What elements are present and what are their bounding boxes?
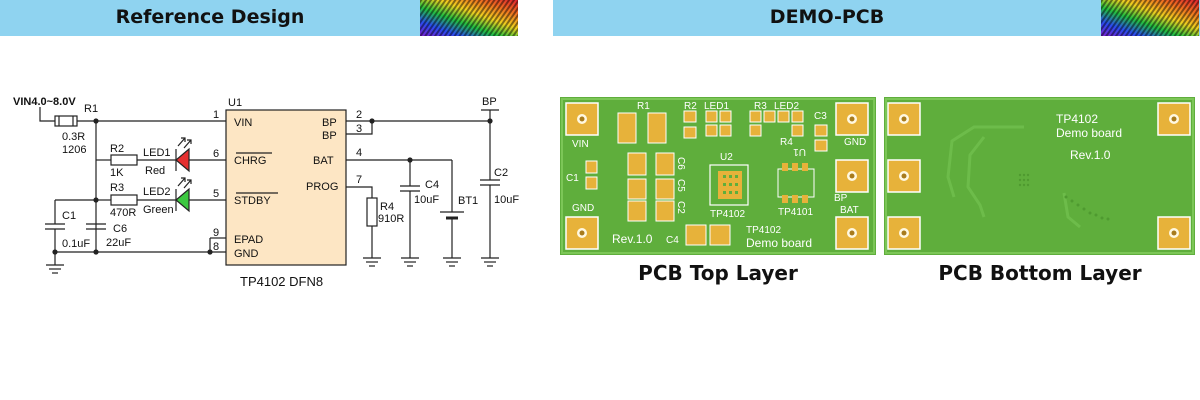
pcb-top-silk-tp4102-board: TP4102 bbox=[746, 225, 781, 236]
pcb-bottom-image: TP4102 Demo board Rev.1.0 bbox=[884, 97, 1195, 255]
pcb-top-silk-tp4102: TP4102 bbox=[710, 209, 745, 220]
pcb-top-silk-led2: LED2 bbox=[774, 101, 799, 112]
u1-pin5-num: 5 bbox=[213, 188, 219, 200]
pcb-top-silk-c2: C2 bbox=[675, 201, 686, 214]
r3-resistor bbox=[110, 194, 138, 206]
c1-ref: C1 bbox=[62, 210, 76, 222]
c2-capacitor bbox=[480, 179, 500, 186]
ground-symbol-c2 bbox=[481, 257, 499, 267]
r4-ref: R4 bbox=[380, 201, 394, 213]
pcb-top-silk-c6: C6 bbox=[675, 157, 686, 170]
right-header-title: DEMO-PCB bbox=[769, 6, 885, 28]
u1-ic-body bbox=[225, 109, 347, 266]
c6-ref: C6 bbox=[113, 223, 127, 235]
reference-schematic: VIN4.0~8.0V R1 0.3R 1206 R2 1K LED1 Red … bbox=[13, 96, 519, 289]
r4-resistor bbox=[366, 197, 378, 227]
u1-pin7-num: 7 bbox=[356, 174, 362, 186]
u1-pin2-name: BP bbox=[322, 117, 337, 129]
bt1-battery bbox=[440, 211, 464, 220]
u1-pin6-num: 6 bbox=[213, 148, 219, 160]
pcb-top-silk-gnd-right: GND bbox=[844, 137, 866, 148]
u1-pin9-num: 9 bbox=[213, 227, 219, 239]
pcb-top-silk-c5: C5 bbox=[675, 179, 686, 192]
c4-capacitor bbox=[400, 185, 420, 192]
pcb-top-silk-bat: BAT bbox=[840, 205, 859, 216]
pcb-top-silk-c4: C4 bbox=[666, 235, 679, 246]
pcb-top-silk-rev: Rev.1.0 bbox=[612, 232, 653, 246]
led2-ref: LED2 bbox=[143, 186, 171, 198]
u1-pin4-num: 4 bbox=[356, 147, 362, 159]
pcb-top-silk-c1: C1 bbox=[566, 173, 579, 184]
ground-symbol-left bbox=[46, 264, 64, 274]
r2-ref: R2 bbox=[110, 143, 124, 155]
pcb-top-caption: PCB Top Layer bbox=[638, 261, 798, 285]
led2-green bbox=[175, 177, 192, 213]
c6-value: 22uF bbox=[106, 237, 131, 249]
pcb-top-image: R1 R2 LED1 R3 LED2 C3 VIN GND C1 C6 C5 C… bbox=[560, 97, 876, 255]
u1-pin8-num: 8 bbox=[213, 241, 219, 253]
u1-pin3-name: BP bbox=[322, 130, 337, 142]
pcb-top-silk-r2: R2 bbox=[684, 101, 697, 112]
left-header-title: Reference Design bbox=[115, 6, 305, 28]
c6-capacitor bbox=[86, 223, 106, 230]
r1-resistor bbox=[54, 115, 78, 127]
pcb-top-silk-bp: BP bbox=[834, 193, 848, 204]
ground-symbol-bt1 bbox=[443, 257, 461, 267]
r3-ref: R3 bbox=[110, 182, 124, 194]
c1-capacitor bbox=[45, 223, 65, 230]
c2-value: 10uF bbox=[494, 194, 519, 206]
pcb-bottom-silk-tp4102: TP4102 bbox=[1056, 112, 1098, 126]
pcb-top-silk-r1: R1 bbox=[637, 101, 650, 112]
pcb-top-silk-demo-board: Demo board bbox=[746, 236, 812, 250]
ground-symbol-c4 bbox=[401, 257, 419, 267]
r4-value: 910R bbox=[378, 213, 404, 225]
vin-label: VIN4.0~8.0V bbox=[13, 96, 76, 108]
u1-pin1-name: VIN bbox=[234, 117, 252, 129]
r1-package: 1206 bbox=[62, 144, 86, 156]
u1-pin8-name: GND bbox=[234, 248, 259, 260]
u1-pin1-num: 1 bbox=[213, 109, 219, 121]
pcb-bottom-caption: PCB Bottom Layer bbox=[938, 261, 1142, 285]
r3-value: 470R bbox=[110, 207, 136, 219]
pcb-top-silk-u1: U1 bbox=[793, 146, 806, 157]
led1-color: Red bbox=[145, 165, 165, 177]
right-header-rainbow-image bbox=[1101, 0, 1199, 36]
led2-color: Green bbox=[143, 204, 174, 216]
u1-part: TP4102 DFN8 bbox=[240, 274, 323, 289]
u1-pin9-name: EPAD bbox=[234, 234, 263, 246]
c4-ref: C4 bbox=[425, 179, 439, 191]
r1-value: 0.3R bbox=[62, 131, 85, 143]
r2-value: 1K bbox=[110, 167, 124, 179]
c1-value: 0.1uF bbox=[62, 238, 90, 250]
pcb-top-silk-u2: U2 bbox=[720, 152, 733, 163]
c2-ref: C2 bbox=[494, 167, 508, 179]
led1-ref: LED1 bbox=[143, 147, 171, 159]
left-header-rainbow-image bbox=[420, 0, 518, 36]
pcb-top-silk-c3: C3 bbox=[814, 111, 827, 122]
u1-pin7-name: PROG bbox=[306, 181, 338, 193]
u1-ref: U1 bbox=[228, 97, 242, 109]
u1-pin3-num: 3 bbox=[356, 123, 362, 135]
r2-resistor bbox=[110, 154, 138, 166]
u1-pin5-name: STDBY bbox=[234, 195, 271, 207]
c4-value: 10uF bbox=[414, 194, 439, 206]
pcb-top-silk-tp4101: TP4101 bbox=[778, 207, 813, 218]
right-header-bar bbox=[553, 0, 1200, 36]
pcb-bottom-silk-rev: Rev.1.0 bbox=[1070, 148, 1111, 162]
pcb-top-silk-led1: LED1 bbox=[704, 101, 729, 112]
u1-pin6-name: CHRG bbox=[234, 155, 266, 167]
r1-ref: R1 bbox=[84, 103, 98, 115]
u1-pin2-num: 2 bbox=[356, 109, 362, 121]
pcb-bottom-silk-demo-board: Demo board bbox=[1056, 126, 1122, 140]
pcb-top-silk-gnd-left: GND bbox=[572, 203, 594, 214]
pcb-top-silk-r3: R3 bbox=[754, 101, 767, 112]
pcb-top-silk-r4: R4 bbox=[780, 137, 793, 148]
bp-net-label: BP bbox=[482, 96, 497, 108]
bt1-ref: BT1 bbox=[458, 195, 478, 207]
led1-red bbox=[175, 137, 192, 173]
ground-symbol-r4 bbox=[363, 257, 381, 267]
pcb-top-silk-vin: VIN bbox=[572, 139, 589, 150]
u1-pin4-name: BAT bbox=[313, 155, 334, 167]
